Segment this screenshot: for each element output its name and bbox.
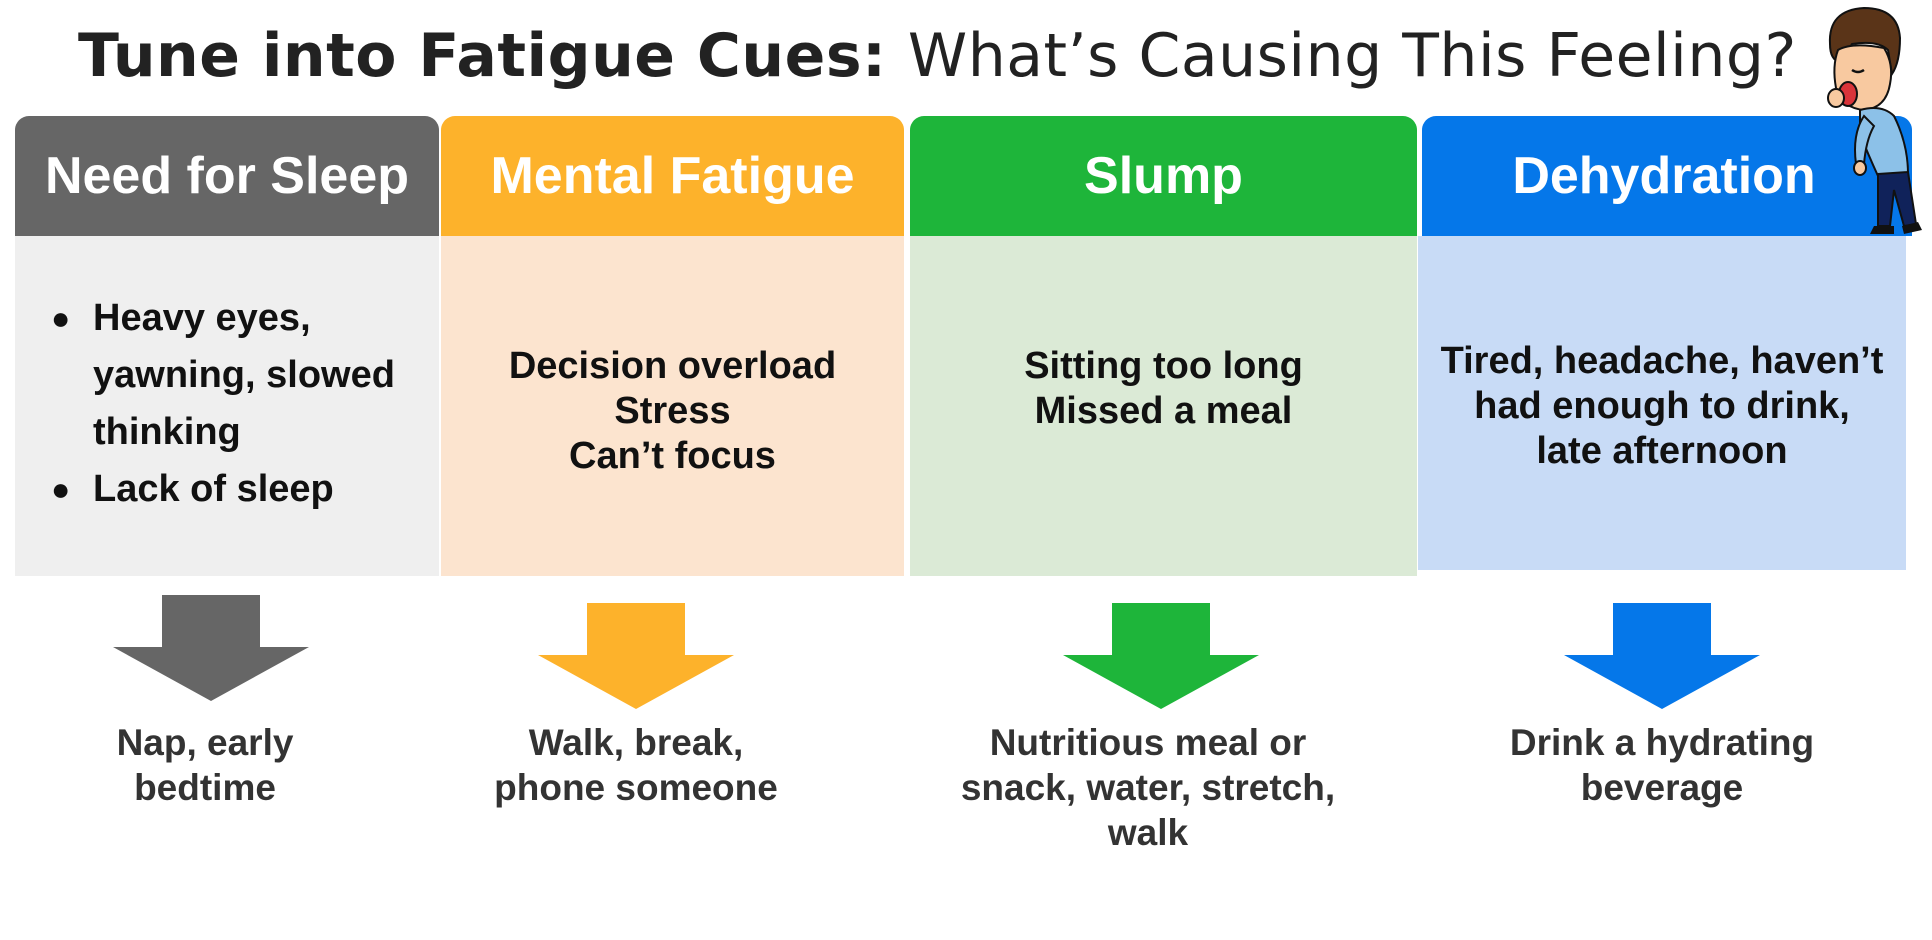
header-need-for-sleep: Need for Sleep: [15, 116, 439, 236]
down-arrow-icon: [1063, 603, 1259, 709]
action-mental-fatigue: Walk, break, phone someone: [436, 720, 836, 810]
bullet-icon: ●: [51, 300, 71, 336]
cause-lines: Sitting too long Missed a meal: [1024, 344, 1303, 576]
down-arrow-icon: [538, 603, 734, 709]
action-need-for-sleep: Nap, early bedtime: [15, 720, 395, 810]
cause-line: Stress: [614, 390, 731, 432]
body-slump: Sitting too long Missed a meal: [910, 236, 1417, 576]
body-mental-fatigue: Decision overload Stress Can’t focus: [441, 236, 904, 576]
down-arrow-icon: [1564, 603, 1760, 709]
title-bold: Tune into Fatigue Cues:: [78, 21, 887, 91]
cause-line: Sitting too long: [1024, 345, 1303, 387]
page-title: Tune into Fatigue Cues: What’s Causing T…: [78, 16, 1797, 96]
yawning-person-icon: [1827, 6, 1922, 234]
bullet-icon: ●: [51, 471, 71, 507]
action-line: Drink a hydrating: [1509, 722, 1815, 763]
action-line: snack, water, stretch,: [960, 767, 1336, 808]
header-mental-fatigue: Mental Fatigue: [441, 116, 904, 236]
action-line: Walk, break,: [528, 722, 744, 763]
action-line: beverage: [1580, 767, 1744, 808]
cause-line: Decision overload: [508, 345, 837, 387]
header-label: Mental Fatigue: [490, 147, 855, 205]
header-label: Need for Sleep: [44, 147, 410, 205]
cause-lines: Decision overload Stress Can’t focus: [509, 344, 836, 576]
cause-line: Missed a meal: [1034, 390, 1293, 432]
cause-lines: Tired, headache, haven’t had enough to d…: [1441, 339, 1884, 570]
body-need-for-sleep: ● Heavy eyes, yawning, slowed thinking ●…: [15, 236, 439, 576]
body-dehydration: Tired, headache, haven’t had enough to d…: [1418, 236, 1906, 570]
cause-line: late afternoon: [1536, 430, 1788, 472]
action-line: bedtime: [134, 767, 276, 808]
symptom-line: Lack of sleep: [93, 468, 334, 510]
action-line: phone someone: [494, 767, 778, 808]
action-line: Nap, early: [116, 722, 294, 763]
action-line: walk: [1107, 812, 1189, 853]
action-slump: Nutritious meal or snack, water, stretch…: [938, 720, 1358, 855]
list-item: ● Lack of sleep: [15, 461, 439, 518]
action-line: Nutritious meal or: [989, 722, 1307, 763]
symptom-list: ● Heavy eyes, yawning, slowed thinking ●…: [15, 290, 439, 518]
header-dehydration: Dehydration: [1422, 116, 1912, 236]
symptom-line: thinking: [93, 411, 241, 453]
cause-line: had enough to drink,: [1474, 385, 1850, 427]
action-dehydration: Drink a hydrating beverage: [1462, 720, 1862, 810]
cause-line: Can’t focus: [569, 435, 776, 477]
cause-line: Tired, headache, haven’t: [1440, 340, 1884, 382]
list-item: ● Heavy eyes, yawning, slowed thinking: [15, 290, 439, 461]
down-arrow-icon: [113, 595, 309, 701]
symptom-line: yawning, slowed: [93, 354, 395, 396]
header-label: Dehydration: [1512, 147, 1816, 205]
header-slump: Slump: [910, 116, 1417, 236]
header-label: Slump: [1084, 147, 1243, 205]
symptom-line: Heavy eyes,: [93, 297, 311, 339]
title-light: What’s Causing This Feeling?: [907, 21, 1797, 91]
